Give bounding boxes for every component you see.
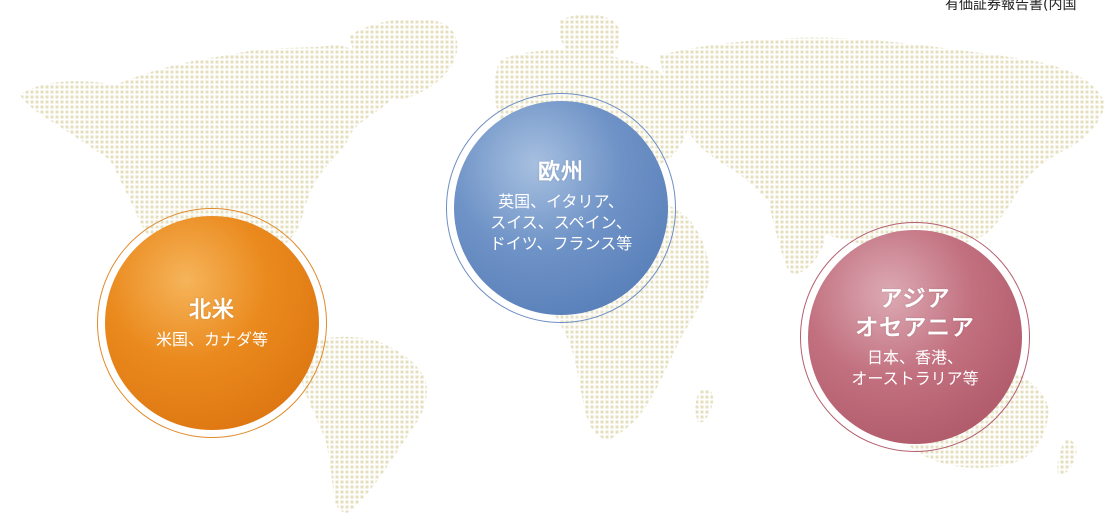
continent-asia bbox=[660, 37, 1105, 251]
continent-japan bbox=[973, 148, 999, 198]
region-countries: 米国、カナダ等 bbox=[155, 329, 268, 349]
continent-greenland bbox=[350, 18, 458, 101]
continents bbox=[20, 14, 1105, 513]
continent-madagascar bbox=[695, 388, 714, 423]
continent-north-america bbox=[20, 45, 395, 315]
region-countries: 日本、香港、 オーストラリア等 bbox=[851, 348, 979, 388]
region-title: 北米 bbox=[188, 297, 235, 323]
region-asia-oceania[interactable]: アジア オセアニア 日本、香港、 オーストラリア等 bbox=[800, 222, 1030, 452]
region-north-america[interactable]: 北米 米国、カナダ等 bbox=[97, 208, 327, 438]
region-title: アジア オセアニア bbox=[855, 286, 975, 341]
continent-india bbox=[769, 194, 827, 274]
region-countries: 英国、イタリア、 スイス、スペイン、 ドイツ、フランス等 bbox=[489, 191, 633, 253]
region-title: 欧州 bbox=[537, 159, 584, 185]
document-title: 有価証券報告書(内国 bbox=[945, 0, 1077, 13]
region-europe[interactable]: 欧州 英国、イタリア、 スイス、スペイン、 ドイツ、フランス等 bbox=[446, 93, 676, 323]
continent-arctic-islands bbox=[559, 27, 598, 43]
continent-new-zealand bbox=[1057, 439, 1077, 475]
continent-south-america bbox=[300, 336, 427, 513]
